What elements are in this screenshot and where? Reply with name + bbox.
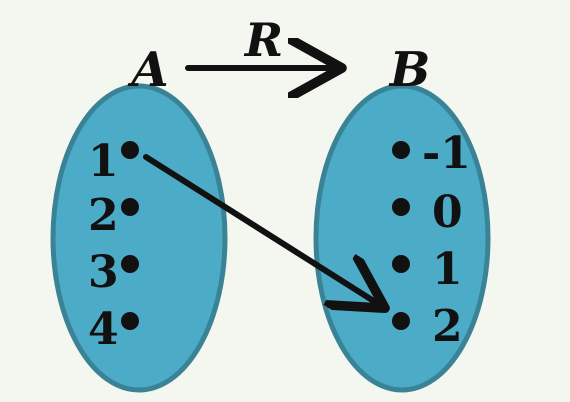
set-b-element-2: 0	[432, 187, 463, 238]
set-a-label: A	[127, 42, 168, 98]
set-a-element-1: 1	[88, 136, 119, 187]
set-b-dot-2	[392, 198, 410, 216]
set-b-dot-1	[392, 141, 410, 159]
mapping-arrow-1-to-2	[143, 154, 380, 305]
set-b-label: B	[388, 42, 431, 98]
set-b-ellipse	[313, 83, 491, 393]
set-a-dot-4	[121, 312, 139, 330]
set-a-dot-3	[121, 255, 139, 273]
set-b-element-1: -1	[422, 128, 471, 179]
set-b-dot-4	[392, 312, 410, 330]
set-a-ellipse	[50, 83, 228, 393]
relation-label: R	[243, 13, 283, 67]
set-a-dot-1	[121, 141, 139, 159]
set-a-element-2: 2	[88, 190, 119, 241]
set-b-element-3: 1	[432, 244, 463, 295]
set-a-element-4: 4	[88, 304, 119, 355]
set-b-dot-3	[392, 255, 410, 273]
set-b-element-4: 2	[432, 301, 463, 352]
set-a-element-3: 3	[88, 247, 119, 298]
set-a-dot-2	[121, 198, 139, 216]
